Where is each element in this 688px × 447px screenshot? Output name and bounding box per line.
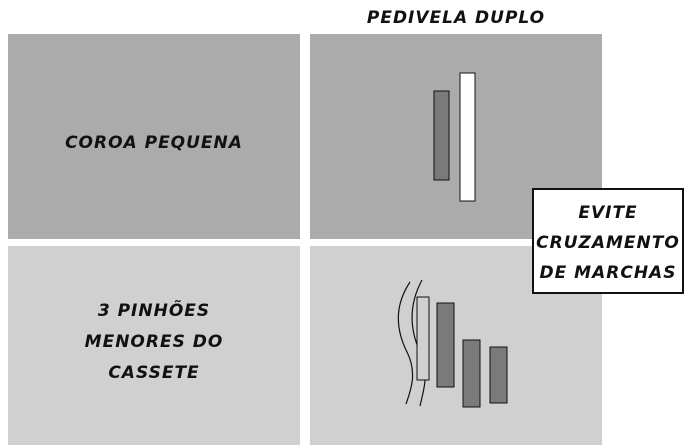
- warning-line: CRUZAMENTO: [536, 233, 680, 253]
- chain-curve-icon: [397, 281, 414, 405]
- warning-line: DE MARCHAS: [539, 263, 677, 283]
- chainring-illustration: [433, 72, 476, 202]
- small-chainring-label: COROA PEQUENA: [65, 133, 243, 153]
- small-chainring-icon: [433, 90, 450, 181]
- large-chainring-icon: [459, 72, 476, 202]
- cassette-cog-icon: [489, 346, 508, 404]
- cassette-illustration: [397, 279, 508, 408]
- small-chainring-panel: COROA PEQUENA: [8, 34, 300, 239]
- avoid-cross-chaining-warning: EVITE CRUZAMENTO DE MARCHAS: [532, 188, 684, 294]
- diagram-title: PEDIVELA DUPLO: [366, 8, 546, 28]
- cassette-cog-icon: [462, 339, 481, 408]
- cassette-cog-icon: [436, 302, 455, 388]
- cassette-label: 3 PINHÕES MENORES DO CASSETE: [84, 301, 224, 383]
- cassette-label-panel: 3 PINHÕES MENORES DO CASSETE: [8, 246, 300, 445]
- warning-line: EVITE: [578, 203, 638, 223]
- cassette-cog-icon: [416, 296, 430, 381]
